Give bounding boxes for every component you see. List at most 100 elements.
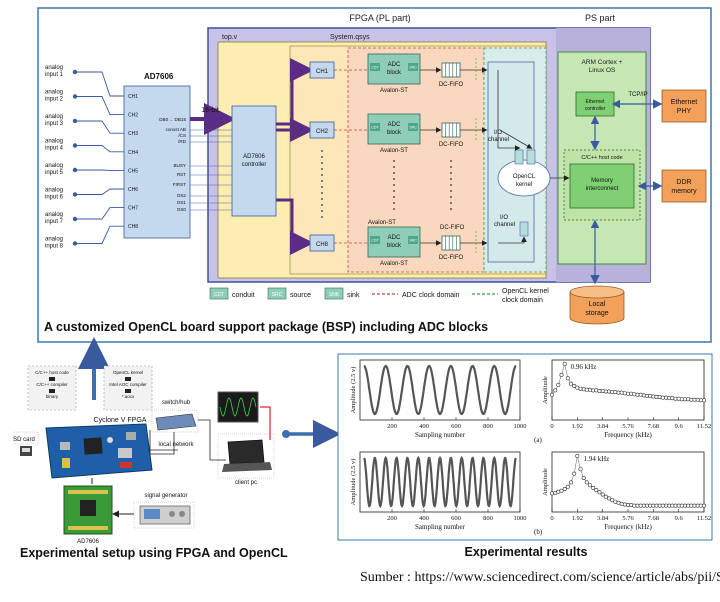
- dc-fifo: [441, 122, 461, 138]
- io-channel-label-3: I/O: [500, 215, 508, 221]
- input-terminal: [72, 118, 78, 124]
- analog-input-label: analog: [45, 114, 63, 120]
- spectrum-point: [625, 391, 630, 396]
- analog-input-label: input 4: [45, 146, 64, 152]
- spectrum-point: [682, 503, 687, 508]
- analog-input-label: analog: [45, 188, 63, 194]
- spectrum-point: [663, 395, 668, 400]
- x-tick-label: 9.6: [675, 515, 684, 522]
- spectrum-point: [622, 391, 627, 396]
- spectrum-point: [689, 397, 694, 402]
- x-axis-label: Sampling number: [415, 431, 466, 439]
- opencl-kernel-label-2: kernel: [516, 182, 532, 188]
- spectrum-point: [616, 500, 621, 505]
- ad7606-chip: [123, 85, 191, 239]
- tcpip-label: TCP/IP: [628, 92, 647, 98]
- host-flow-label-1: C/C++ host code: [35, 370, 69, 375]
- host-flow-label-3: binary: [46, 394, 59, 399]
- experimental-setup: C/C++ host code C/C++ compiler binary Op…: [13, 365, 275, 545]
- ch2-label: CH2: [316, 129, 329, 135]
- laptop-image: [227, 439, 265, 465]
- x-tick-label: 5.76: [622, 423, 634, 430]
- memory-interconnect-box: [569, 163, 635, 209]
- input-wire: [77, 71, 124, 97]
- x-tick-label: 11.52: [697, 515, 711, 522]
- board-label: Cyclone V FPGA: [94, 417, 147, 424]
- input-terminal: [72, 143, 78, 148]
- spectrum-point: [613, 499, 618, 504]
- ch8-to-kernel-arrow: [498, 236, 527, 244]
- spectrum-point: [578, 467, 583, 472]
- analog-input-label: input 5: [45, 170, 64, 176]
- controller-label-1: AD7606: [243, 154, 265, 160]
- src-port: [408, 236, 418, 244]
- x-tick-label: 7.68: [648, 423, 659, 430]
- ch1-label: CH1: [316, 69, 329, 75]
- cdt-port: [370, 236, 380, 244]
- chip-channel-label: CH7: [128, 206, 138, 212]
- analog-input-label: input 2: [45, 97, 64, 103]
- spectrum-point: [600, 492, 605, 497]
- spectrum-point: [587, 387, 592, 392]
- legend-src-swatch: [267, 287, 287, 300]
- x-tick-label: 400: [419, 515, 429, 522]
- controller-label-2: controller: [242, 162, 267, 168]
- spectrum-point: [632, 392, 637, 397]
- legend-kernel-clock-label-1: OpenCL kernel: [502, 288, 549, 295]
- peak-annotation: 0.96 kHz: [571, 363, 597, 371]
- ethernet-phy-label-2: PHY: [677, 108, 692, 115]
- spectrum-point: [594, 488, 599, 493]
- avalon-label: Avalon-ST: [380, 261, 408, 267]
- ethernet-controller-label-1: Ethernet: [586, 99, 606, 105]
- dc-fifo-label: DC-FIFO: [440, 225, 465, 231]
- chip-channel-label: CH6: [128, 187, 138, 193]
- adc-block-label: ADC: [388, 235, 401, 241]
- spectrum-point: [651, 394, 656, 399]
- spectrum-point: [597, 388, 602, 393]
- dc-fifo-label: DC-FIFO: [439, 255, 464, 261]
- ddr-memory-label-1: DDR: [676, 179, 691, 186]
- legend-cdt-tag: CDT: [214, 292, 224, 298]
- input-terminal: [72, 192, 78, 197]
- subfigure-a-label: (a): [534, 436, 542, 444]
- chip-pin-label: FIRST: [173, 182, 186, 187]
- chip-channel-label: CH2: [128, 113, 138, 119]
- spectrum-point: [616, 390, 621, 395]
- analog-input-label: analog: [45, 163, 63, 169]
- spectrum-point: [701, 503, 706, 508]
- x-tick-label: 3.84: [597, 515, 609, 522]
- spectrum-point: [654, 503, 659, 508]
- spectrum-point: [635, 392, 640, 397]
- spectrum-point: [701, 398, 706, 403]
- spectrum-point: [603, 389, 608, 394]
- input-terminal: [72, 241, 78, 246]
- spectrum-point: [625, 502, 630, 507]
- spectrum-point: [632, 503, 637, 508]
- adc-block-label: block: [387, 130, 402, 136]
- ethernet-phy-label-1: Ethernet: [671, 99, 698, 106]
- input-terminal: [72, 94, 78, 99]
- x-tick-label: 1.92: [572, 515, 583, 522]
- analog-input-label: analog: [45, 237, 63, 243]
- chip-pin-label: /RD: [178, 139, 187, 144]
- client-pc-label: client pc: [235, 480, 257, 486]
- spectrum-point: [673, 396, 678, 401]
- cdt-tag: CDT: [371, 66, 379, 70]
- x-tick-label: 0: [550, 423, 553, 430]
- chip-channel-label: CH8: [128, 224, 138, 230]
- opencl-kernel-label-1: OpenCL: [513, 174, 536, 180]
- x-tick-label: 400: [419, 423, 429, 430]
- adc-block-label: ADC: [388, 122, 401, 128]
- spectrum-point: [556, 489, 561, 494]
- input-terminal: [72, 69, 78, 75]
- kernel-flow-label-2: Intel AOC compiler: [109, 382, 147, 387]
- peak-annotation: 1.94 kHz: [584, 455, 610, 463]
- io-channel-label-2: channel: [488, 137, 509, 143]
- arm-label-2: Linux OS: [589, 67, 616, 74]
- ch1-to-kernel-arrow: [497, 70, 521, 151]
- legend-snk-swatch: [324, 287, 344, 300]
- x-axis-label: Sampling number: [415, 523, 466, 531]
- chip-channel-label: CH5: [128, 168, 138, 174]
